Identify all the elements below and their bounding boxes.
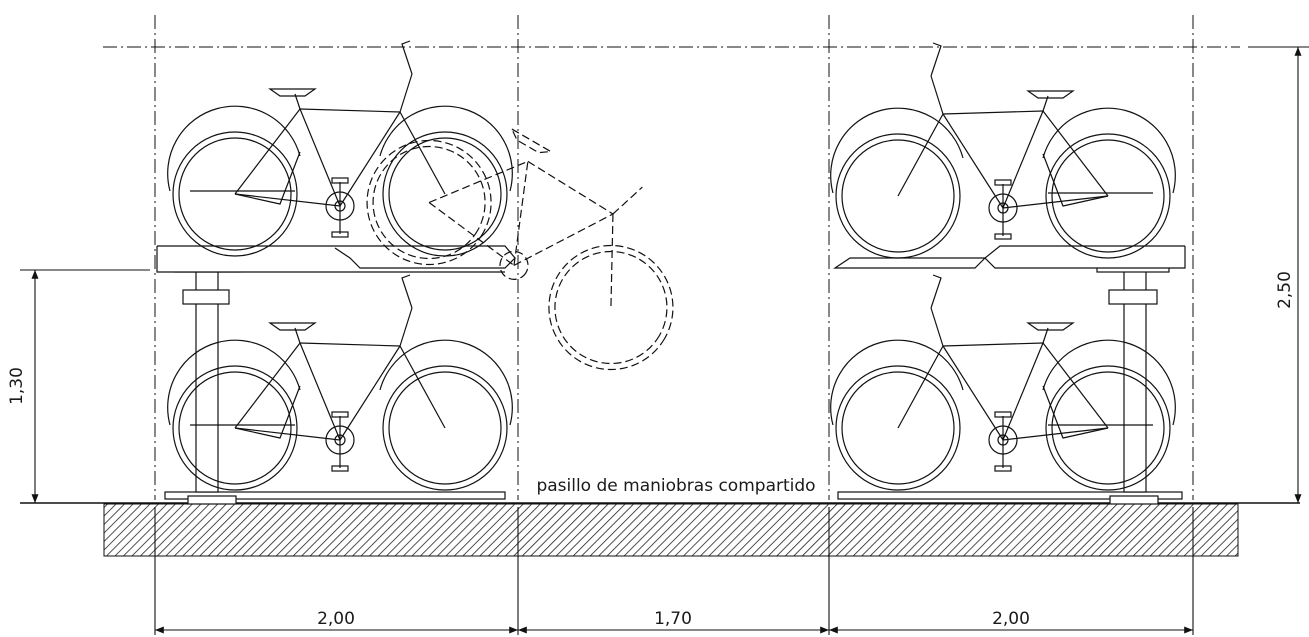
lower-height-dimension-line xyxy=(20,269,150,503)
dimension-middle-width: 1,70 xyxy=(654,609,692,629)
bicycle-upper-right xyxy=(830,42,1176,259)
right-rack xyxy=(833,245,1186,505)
centre-lines xyxy=(103,15,1240,500)
aisle-label: pasillo de maniobras compartido xyxy=(536,476,815,496)
width-dimension-lines xyxy=(154,507,1194,635)
left-rack xyxy=(156,245,516,505)
dimension-total-height: 2,50 xyxy=(1275,271,1295,309)
bicycle-lower-left xyxy=(167,274,513,491)
ground-hatch xyxy=(103,503,1239,557)
dimension-lower-height: 1,30 xyxy=(7,367,27,405)
dimension-left-width: 2,00 xyxy=(317,609,355,629)
dimension-right-width: 2,00 xyxy=(992,609,1030,629)
total-height-dimension-line xyxy=(1248,46,1309,503)
